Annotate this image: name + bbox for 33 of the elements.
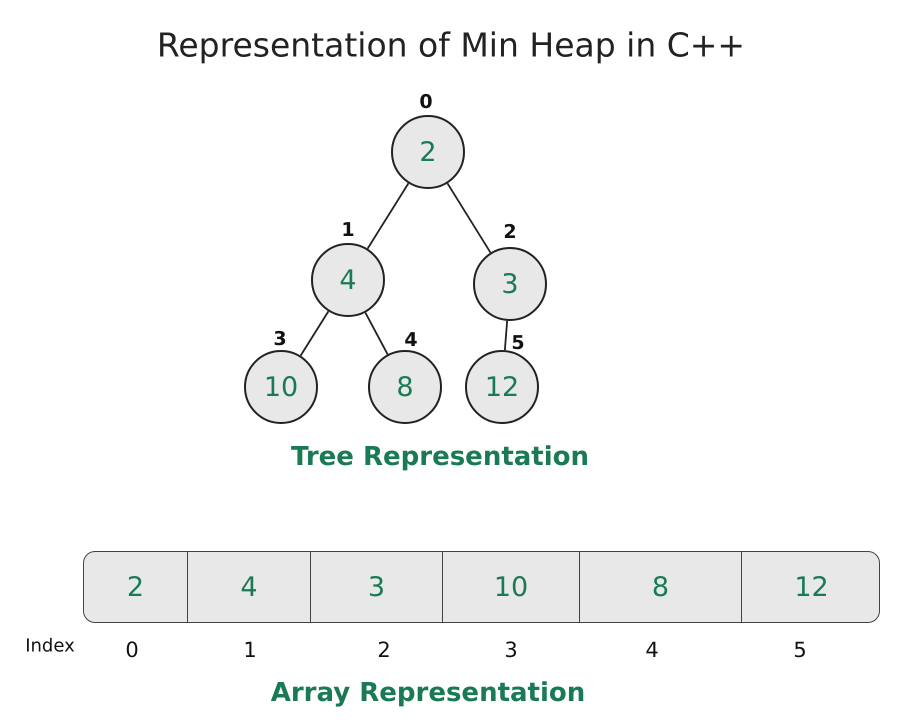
index-number: 4 (645, 638, 659, 662)
index-number: 3 (504, 638, 518, 662)
tree-edge-line (504, 320, 508, 350)
tree-edge-line (300, 310, 330, 356)
array-bar (83, 551, 880, 623)
heap-node-circle: 8 (368, 350, 442, 424)
index-label: 2 (503, 221, 517, 243)
heap-node-circle: 4 (311, 243, 385, 317)
tree-edge-line (366, 182, 410, 250)
index-label: 3 (273, 328, 287, 350)
index-label: 1 (341, 219, 355, 241)
index-number: 0 (125, 638, 139, 662)
diagram-title: Representation of Min Heap in C++ (156, 26, 746, 64)
section-heading: Array Representation (270, 678, 586, 708)
array-cell: 3 (310, 552, 442, 622)
array-cell: 12 (741, 552, 881, 622)
row-label: Index (25, 636, 75, 656)
heap-node-circle: 2 (391, 115, 465, 189)
array-cell: 8 (579, 552, 741, 622)
heap-node-circle: 10 (244, 350, 318, 424)
heap-node-circle: 3 (473, 247, 547, 321)
index-label: 0 (419, 91, 433, 113)
index-number: 2 (377, 638, 391, 662)
tree-edge-line (446, 182, 492, 254)
tree-edge-line (364, 312, 388, 355)
array-cell: 10 (442, 552, 579, 622)
section-heading: Tree Representation (290, 442, 590, 472)
index-number: 1 (243, 638, 257, 662)
heap-node-circle: 12 (465, 350, 539, 424)
index-label: 4 (404, 329, 418, 351)
array-cell: 4 (187, 552, 310, 622)
array-cell: 2 (84, 552, 187, 622)
index-number: 5 (793, 638, 807, 662)
